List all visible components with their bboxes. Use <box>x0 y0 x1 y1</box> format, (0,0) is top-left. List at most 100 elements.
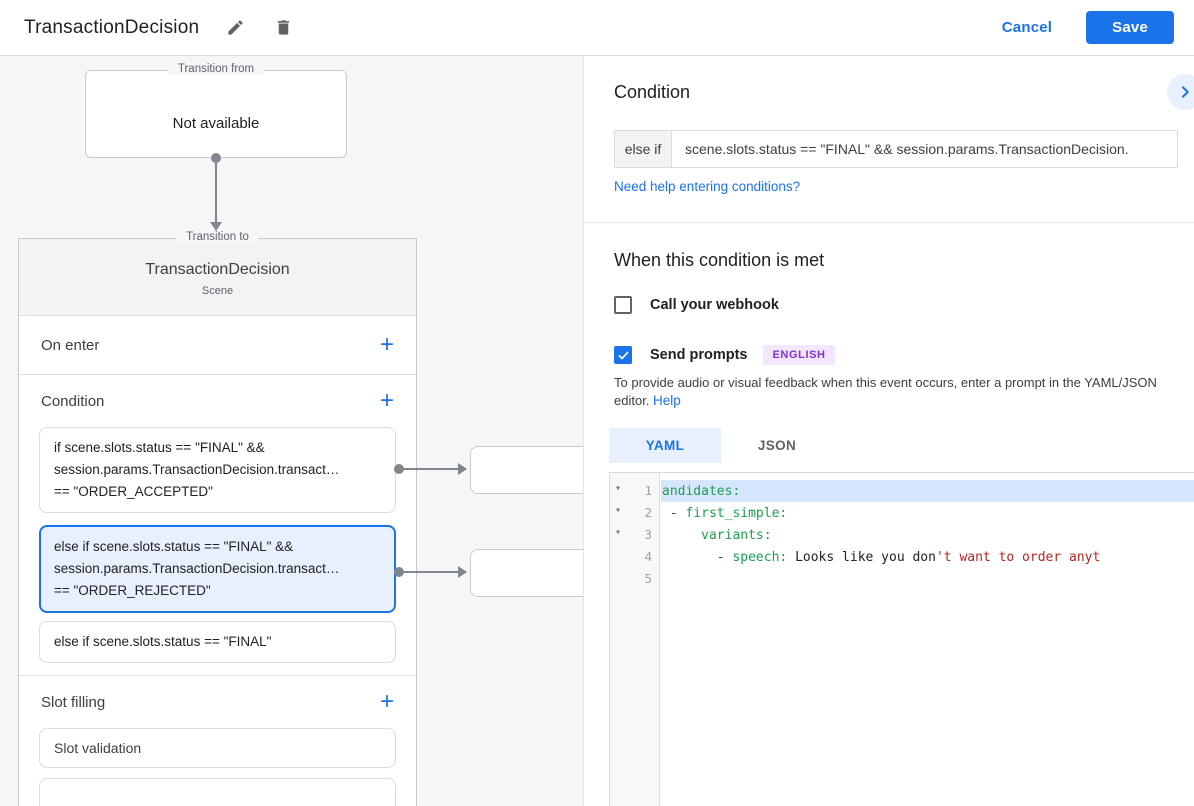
when-condition-heading: When this condition is met <box>614 250 825 270</box>
code-segment <box>662 528 701 543</box>
condition-item-order-rejected-selected[interactable]: else if scene.slots.status == "FINAL" &&… <box>39 525 396 613</box>
transition-from-legend: Transition from <box>167 63 265 75</box>
gutter-row: 4 <box>610 546 660 568</box>
condition-text: session.params.TransactionDecision.trans… <box>54 462 340 477</box>
transition-from-box: Transition from Not available <box>85 63 347 158</box>
scene-name: TransactionDecision <box>145 261 290 278</box>
condition-text: else if scene.slots.status == "FINAL" && <box>54 539 294 554</box>
cancel-button[interactable]: Cancel <box>1001 19 1053 36</box>
code-line: - first_simple: <box>661 502 1194 524</box>
send-prompts-checkbox[interactable] <box>614 346 632 364</box>
send-prompts-label: Send prompts <box>650 347 748 363</box>
fold-arrow-icon[interactable]: ▾ <box>615 527 622 538</box>
add-slot-button[interactable]: + <box>379 688 394 715</box>
line-number: 3 <box>644 527 652 542</box>
webhook-row: Call your webhook <box>614 296 779 314</box>
transition-arrow-line <box>215 160 217 222</box>
connector-dot <box>394 567 404 577</box>
slot-filling-label: Slot filling <box>41 693 106 711</box>
gutter-row: 5 <box>610 568 660 590</box>
transition-to-card: Transition to TransactionDecision Scene … <box>18 231 417 806</box>
topbar-actions: Cancel Save <box>1002 11 1174 44</box>
trash-icon <box>274 18 293 37</box>
connector-dot <box>211 153 221 163</box>
language-badge: ENGLISH <box>763 345 835 365</box>
condition-item-order-accepted[interactable]: if scene.slots.status == "FINAL" && sess… <box>39 427 396 513</box>
condition-section-label: Condition <box>41 392 105 410</box>
transition-target-box[interactable] <box>470 549 583 597</box>
code-segment: variants: <box>701 527 772 543</box>
slot-filling-section-header: Slot filling + <box>19 676 416 728</box>
line-number: 5 <box>644 571 652 586</box>
arrow-right-icon <box>458 566 467 578</box>
code-line: - speech: Looks like you don't want to o… <box>661 546 1194 568</box>
code-line <box>661 568 1194 590</box>
condition-text: == "ORDER_REJECTED" <box>54 583 211 598</box>
condition-item-final[interactable]: else if scene.slots.status == "FINAL" <box>39 621 396 663</box>
code-segment: - <box>662 549 733 565</box>
condition-text: else if scene.slots.status == "FINAL" <box>54 634 272 649</box>
line-number: 1 <box>644 483 652 498</box>
chevron-right-icon <box>1177 84 1193 100</box>
gutter-row: ▾ 1 <box>610 480 660 502</box>
code-segment: - <box>662 505 686 521</box>
code-segment: Looks like you don <box>795 549 936 565</box>
condition-detail-panel: Condition else if scene.slots.status == … <box>583 56 1194 806</box>
line-number: 2 <box>644 505 652 520</box>
save-button[interactable]: Save <box>1086 11 1174 44</box>
fold-arrow-icon[interactable]: ▾ <box>615 483 622 494</box>
connector-dot <box>394 464 404 474</box>
panel-divider <box>584 222 1194 223</box>
add-on-enter-button[interactable]: + <box>379 331 394 358</box>
scene-type-label: Scene <box>201 285 234 297</box>
yaml-code-editor[interactable]: ▾ 1 ▾ 2 ▾ 3 4 5 andidates: - first_simpl… <box>609 472 1194 806</box>
title-wrap: TransactionDecision <box>24 16 295 40</box>
condition-arrow-line <box>404 571 458 573</box>
edit-title-button[interactable] <box>223 16 247 40</box>
slot-item-partial[interactable] <box>39 778 396 806</box>
condition-help-link[interactable]: Need help entering conditions? <box>614 179 801 194</box>
section-divider <box>19 675 416 676</box>
condition-arrow-line <box>404 468 458 470</box>
line-number: 4 <box>644 549 652 564</box>
pencil-icon <box>226 18 245 37</box>
condition-text: == "ORDER_ACCEPTED" <box>54 484 213 499</box>
condition-text: session.params.TransactionDecision.trans… <box>54 561 340 576</box>
condition-text: if scene.slots.status == "FINAL" && <box>54 440 265 455</box>
condition-heading: Condition <box>614 82 691 102</box>
gutter-row: ▾ 3 <box>610 524 660 546</box>
transition-target-box[interactable] <box>470 446 583 494</box>
slot-validation-item[interactable]: Slot validation <box>39 728 396 768</box>
code-line: variants: <box>661 524 1194 546</box>
prompt-hint-text: To provide audio or visual feedback when… <box>614 375 1157 408</box>
call-webhook-checkbox[interactable] <box>614 296 632 314</box>
on-enter-section: On enter + <box>19 316 416 375</box>
fold-arrow-icon[interactable]: ▾ <box>615 505 622 516</box>
checkmark-icon <box>617 349 630 362</box>
condition-prefix-label: else if <box>614 130 672 168</box>
gutter-row: ▾ 2 <box>610 502 660 524</box>
condition-expression-input[interactable]: scene.slots.status == "FINAL" && session… <box>672 130 1178 168</box>
tab-yaml[interactable]: YAML <box>609 428 721 463</box>
arrow-down-icon <box>210 222 222 231</box>
page-title: TransactionDecision <box>24 16 200 38</box>
condition-section-header: Condition + <box>19 375 416 427</box>
collapse-panel-button[interactable] <box>1167 74 1194 110</box>
prompt-help-link[interactable]: Help <box>653 393 681 408</box>
editor-gutter <box>610 473 660 806</box>
transition-from-value: Not available <box>172 115 260 132</box>
code-segment: 't want to order anyt <box>935 549 1101 565</box>
editor-tabs: YAML JSON <box>609 428 833 463</box>
prompt-hint: To provide audio or visual feedback when… <box>614 374 1166 410</box>
add-condition-button[interactable]: + <box>379 387 394 414</box>
top-bar: TransactionDecision Cancel Save <box>0 0 1194 56</box>
scene-header[interactable]: TransactionDecision Scene <box>19 239 416 316</box>
code-line-active: andidates: <box>661 480 1194 502</box>
tab-json[interactable]: JSON <box>757 438 797 453</box>
call-webhook-label: Call your webhook <box>650 297 779 313</box>
delete-scene-button[interactable] <box>271 16 295 40</box>
condition-expression-row: else if scene.slots.status == "FINAL" &&… <box>614 130 1178 168</box>
code-segment: first_simple: <box>685 505 788 521</box>
flow-canvas: Transition from Not available Transition… <box>0 56 583 806</box>
